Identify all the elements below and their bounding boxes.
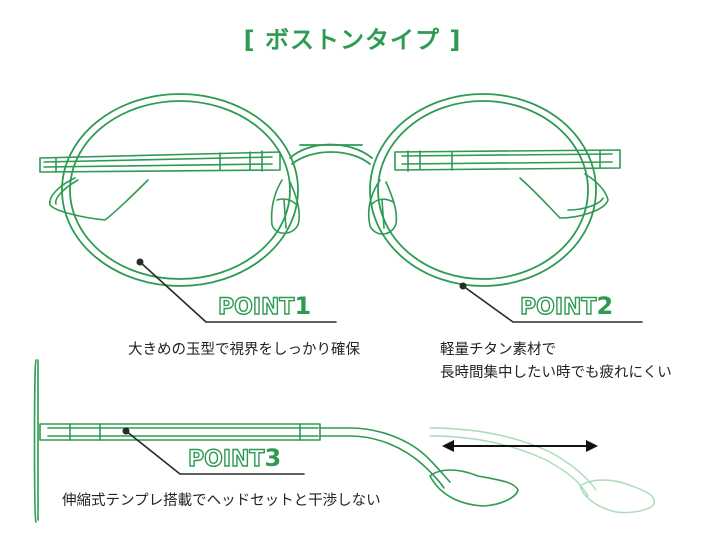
temple-side-view <box>33 359 519 523</box>
point-3-label: POINT3 <box>187 444 282 473</box>
dot-marker-icon <box>122 427 130 435</box>
double-arrow-icon <box>442 440 598 452</box>
dot-marker-icon <box>459 282 467 290</box>
point-1-word: POINT <box>217 294 295 320</box>
point-2-word: POINT <box>519 294 597 320</box>
right-temple-front <box>394 149 621 219</box>
left-lens-rim <box>61 93 299 287</box>
point-1-label: POINT1 <box>217 292 312 321</box>
point-1-caption-line: 大きめの玉型で視界をしっかり確保 <box>128 342 360 358</box>
point-3-word: POINT <box>187 446 265 472</box>
bridge <box>289 143 373 165</box>
diagram-title: [ ボストンタイプ ] <box>243 26 462 54</box>
point-2-caption-line: 軽量チタン素材で <box>440 342 556 358</box>
point-2-number: 2 <box>596 292 614 320</box>
point-2-label: POINT2 <box>519 292 614 321</box>
point-1-number: 1 <box>294 292 312 320</box>
point-3-caption: 伸縮式テンプレ搭載でヘッドセットと干渉しない <box>62 490 381 513</box>
point-3-caption-line: 伸縮式テンプレ搭載でヘッドセットと干渉しない <box>62 493 381 509</box>
temple-extended-ghost <box>429 427 655 514</box>
point-1-caption: 大きめの玉型で視界をしっかり確保 <box>128 339 360 362</box>
pointer-lines <box>125 261 643 475</box>
dot-marker-icon <box>136 258 144 266</box>
point-2-caption: 軽量チタン素材で 長時間集中したい時でも疲れにくい <box>440 339 672 385</box>
point-3-number: 3 <box>264 444 282 472</box>
left-temple-front <box>39 150 281 221</box>
nose-pads <box>270 179 398 235</box>
right-lens-rim <box>369 93 597 287</box>
point-2-caption-line: 長時間集中したい時でも疲れにくい <box>440 365 672 381</box>
markers <box>122 258 467 435</box>
